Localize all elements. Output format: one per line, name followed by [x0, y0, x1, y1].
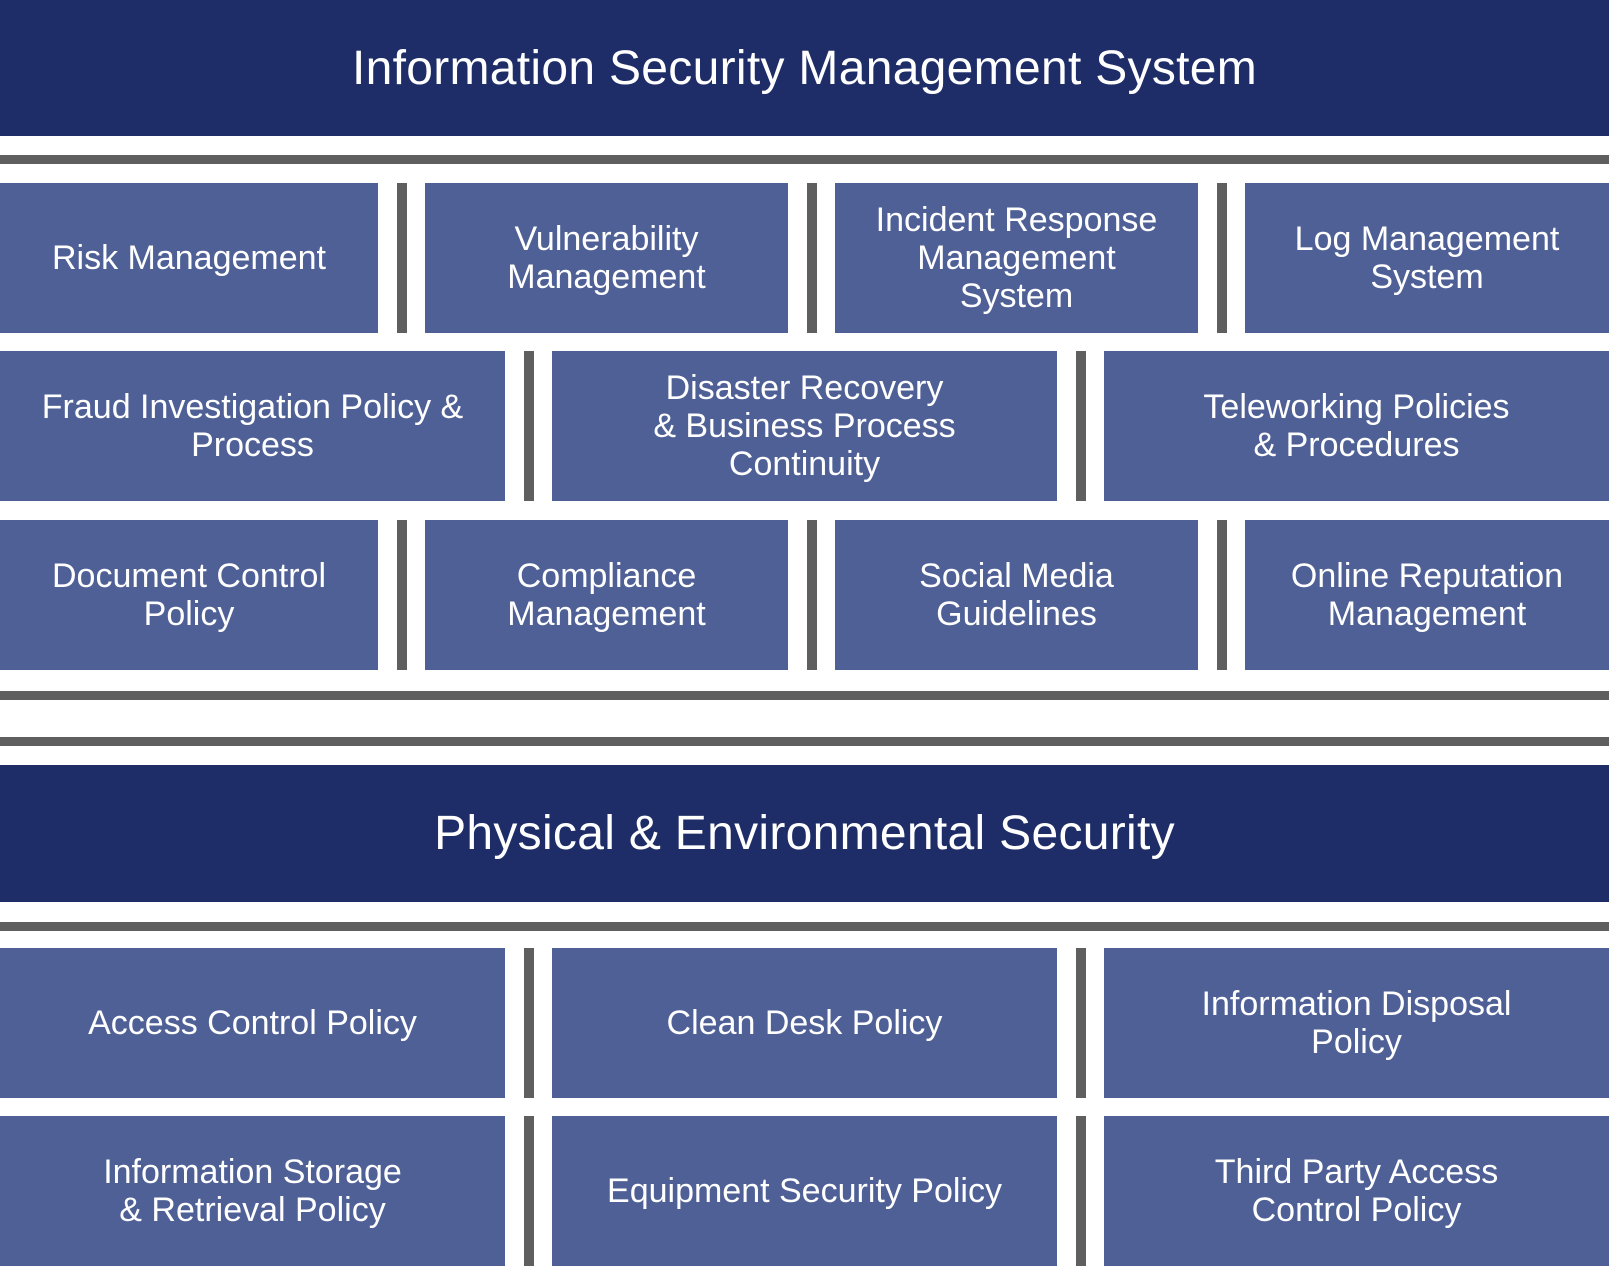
equipment-security-box: Equipment Security Policy [552, 1116, 1057, 1266]
horizontal-connector [0, 155, 1609, 164]
vertical-connector [397, 520, 407, 670]
vertical-connector [807, 520, 817, 670]
vertical-connector [1076, 1116, 1086, 1266]
access-control-box: Access Control Policy [0, 948, 505, 1098]
vertical-connector [807, 183, 817, 333]
incident-response-box: Incident Response Management System [835, 183, 1198, 333]
vertical-connector [397, 183, 407, 333]
teleworking-policies-box: Teleworking Policies & Procedures [1104, 351, 1609, 501]
horizontal-connector [0, 922, 1609, 931]
fraud-investigation-box: Fraud Investigation Policy & Process [0, 351, 505, 501]
vertical-connector [524, 1116, 534, 1266]
vertical-connector [1076, 948, 1086, 1098]
isms-header: Information Security Management System [0, 0, 1609, 136]
physical-security-header: Physical & Environmental Security [0, 765, 1609, 902]
disaster-recovery-box: Disaster Recovery & Business Process Con… [552, 351, 1057, 501]
clean-desk-box: Clean Desk Policy [552, 948, 1057, 1098]
document-control-box: Document Control Policy [0, 520, 378, 670]
vertical-connector [1076, 351, 1086, 501]
vertical-connector [524, 948, 534, 1098]
risk-management-box: Risk Management [0, 183, 378, 333]
vertical-connector [1217, 520, 1227, 670]
vertical-connector [524, 351, 534, 501]
online-reputation-box: Online Reputation Management [1245, 520, 1609, 670]
information-disposal-box: Information Disposal Policy [1104, 948, 1609, 1098]
vulnerability-management-box: Vulnerability Management [425, 183, 788, 333]
log-management-box: Log Management System [1245, 183, 1609, 333]
compliance-management-box: Compliance Management [425, 520, 788, 670]
horizontal-connector [0, 691, 1609, 700]
social-media-guidelines-box: Social Media Guidelines [835, 520, 1198, 670]
vertical-connector [1217, 183, 1227, 333]
horizontal-connector [0, 737, 1609, 746]
information-storage-box: Information Storage & Retrieval Policy [0, 1116, 505, 1266]
third-party-access-box: Third Party Access Control Policy [1104, 1116, 1609, 1266]
